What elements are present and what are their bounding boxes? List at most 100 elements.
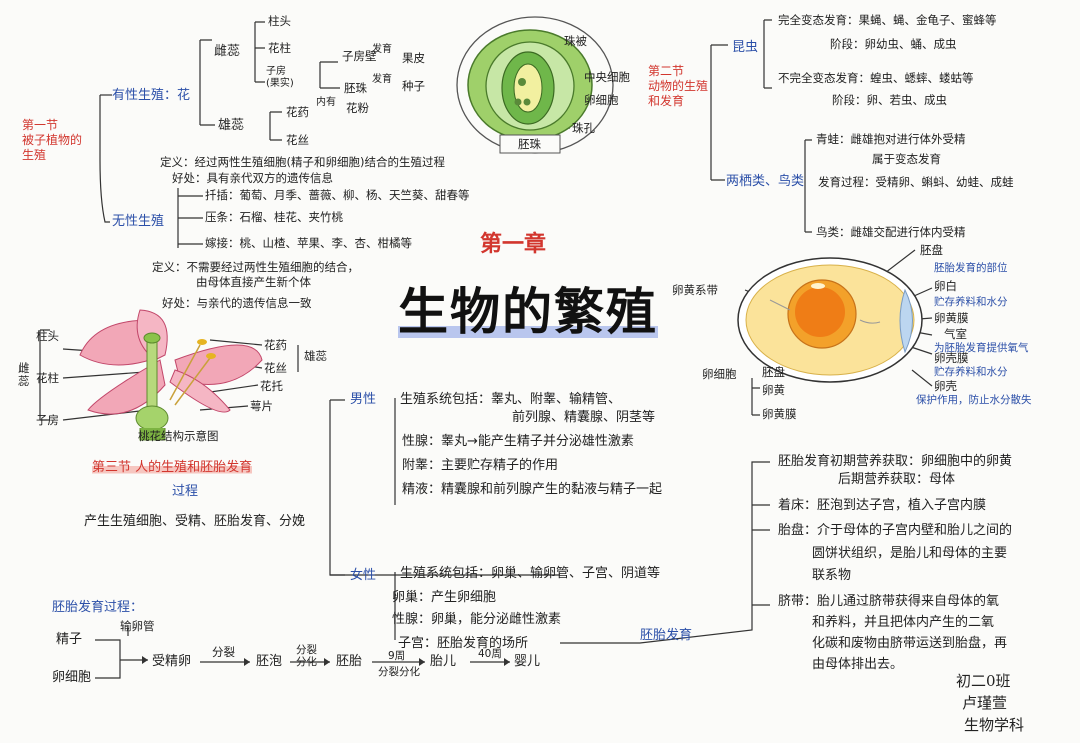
frog-metamorphosis: 属于变态发育	[872, 153, 941, 166]
male-system-2: 前列腺、精囊腺、阴茎等	[512, 410, 655, 425]
inside-label: 内有	[316, 96, 336, 109]
incomplete-stages: 阶段：卵、若虫、成虫	[832, 94, 947, 107]
week9-label: 9周	[388, 650, 405, 663]
pistil-label: 雌蕊	[214, 44, 240, 59]
divide-diff-label: 分裂 分化	[296, 644, 317, 668]
chalaza-label: 卵黄系带	[672, 284, 718, 297]
zygote-label: 受精卵	[152, 654, 191, 669]
flower-anther-label: 花药	[264, 339, 287, 352]
baby-label: 婴儿	[514, 654, 540, 669]
umbilical-cord-4: 由母体排出去。	[812, 657, 903, 672]
ovary-item: 卵巢：产生卵细胞	[392, 590, 496, 605]
uterus-item: 子宫：胚胎发育的场所	[398, 636, 528, 651]
nutrition-2: 后期营养获取：母体	[838, 472, 955, 487]
grafting-item: 嫁接：桃、山楂、苹果、李、杏、柑橘等	[205, 237, 412, 250]
seed-label: 种子	[402, 80, 425, 93]
egg-cell-blastodisc: 胚盘	[762, 366, 785, 379]
placenta-3: 联系物	[812, 568, 851, 583]
egg-label: 卵细胞	[52, 670, 91, 685]
flower-pistil-label: 雌 蕊	[18, 362, 30, 388]
amphibian-bird-label: 两栖类、鸟类	[726, 174, 804, 189]
embryo-process-title: 胚胎发育过程：	[52, 600, 143, 615]
implantation: 着床：胚泡到达子宫，植入子宫内膜	[778, 498, 986, 513]
central-cell-label: 中央细胞	[584, 71, 630, 84]
flower-stamen-label: 雄蕊	[304, 350, 327, 363]
flower-sepal-label: 萼片	[250, 400, 273, 413]
male-system: 生殖系统包括：睾丸、附睾、输精管、	[400, 392, 621, 407]
shell-label: 卵壳	[934, 380, 957, 393]
frog-fertilization: 青蛙：雌雄抱对进行体外受精	[816, 133, 966, 146]
anther-label: 花药	[286, 106, 309, 119]
female-system: 生殖系统包括：卵巢、输卵管、子宫、阴道等	[400, 566, 660, 581]
shell-membrane-label: 卵壳膜	[934, 352, 969, 365]
oviduct-label: 输卵管	[120, 620, 155, 633]
nutrition: 胚胎发育初期营养获取：卵细胞中的卵黄	[778, 454, 1012, 469]
incomplete-metamorphosis: 不完全变态发育：蝗虫、蟋蟀、蝼蛄等	[778, 72, 974, 85]
albumen-label: 卵白	[934, 280, 957, 293]
placenta-2: 圆饼状组织，是胎儿和母体的主要	[812, 546, 1007, 561]
asexual-benefit: 好处：与亲代的遗传信息一致	[162, 297, 312, 310]
semen: 精液：精囊腺和前列腺产生的黏液与精子一起	[402, 482, 662, 497]
ovary-label: 子房 (果实)	[266, 66, 294, 90]
embryo-dev-label: 胚胎发育	[640, 628, 692, 643]
complete-stages: 阶段：卵幼虫、蛹、成虫	[830, 38, 957, 51]
yolk-membrane-label: 卵黄膜	[934, 312, 969, 325]
male-gonad: 性腺：睾丸→能产生精子并分泌雄性激素	[402, 434, 634, 449]
sexual-benefit: 好处：具有亲代双方的遗传信息	[172, 172, 333, 185]
pollen-label: 花粉	[346, 102, 369, 115]
fruit-skin-label: 果皮	[402, 52, 425, 65]
section3-label: 第三节 人的生殖和胚胎发育	[92, 460, 252, 475]
cutting-item: 扦插：葡萄、月季、蔷薇、柳、杨、天竺葵、甜春等	[205, 189, 470, 202]
bird-fertilization: 鸟类：雌雄交配进行体内受精	[816, 226, 966, 239]
layering-item: 压条：石榴、桂花、夹竹桃	[205, 211, 343, 224]
stamen-label: 雄蕊	[218, 118, 244, 133]
flower-caption: 桃花结构示意图	[138, 430, 219, 443]
section2-label: 第二节 动物的生殖 和发育	[648, 64, 708, 109]
egg-cell-yolk: 卵黄	[762, 384, 785, 397]
egg-drawing	[738, 258, 922, 382]
female-gonad: 性腺：卵巢，能分泌雌性激素	[392, 612, 561, 627]
flower-ovary-label: 子房	[36, 414, 59, 427]
egg-cell-group-label: 卵细胞	[702, 368, 737, 381]
albumen-note: 贮存养料和水分	[934, 296, 1008, 309]
section1-label: 第一节 被子植物的 生殖	[22, 118, 82, 163]
flower-stigma-label: 柱头	[36, 330, 59, 343]
develop-label-1: 发育	[372, 43, 392, 56]
shell-membrane-note: 贮存养料和水分	[934, 366, 1008, 379]
signature-subject: 生物学科	[964, 714, 1024, 735]
asexual-definition-2: 由母体直接产生新个体	[196, 276, 311, 289]
divide-diff-label-2: 分裂分化	[378, 666, 420, 679]
blastodisc-note: 胚胎发育的部位	[934, 262, 1008, 275]
insect-label: 昆虫	[732, 40, 758, 55]
signature-class: 初二0班	[956, 670, 1011, 691]
chapter-label: 第一章	[480, 226, 546, 258]
divide-label: 分裂	[212, 646, 235, 659]
signature-name: 卢瑾萱	[962, 692, 1007, 713]
process-steps: 产生生殖细胞、受精、胚胎发育、分娩	[84, 514, 305, 529]
ovule-label: 胚珠	[344, 82, 367, 95]
male-label: 男性	[350, 392, 376, 407]
air-cell-label: 气室	[944, 328, 967, 341]
umbilical-cord: 脐带：胎儿通过脐带获得来自母体的氧	[778, 594, 999, 609]
page-title: 生物的繁殖	[398, 272, 658, 344]
shell-note: 保护作用，防止水分散失	[916, 394, 1032, 407]
female-label: 女性	[350, 568, 376, 583]
micropyle-label: 珠孔	[572, 122, 595, 135]
flower-style-label: 花柱	[36, 372, 59, 385]
asexual-reproduction: 无性生殖	[112, 214, 164, 229]
blastocyst-label: 胚泡	[256, 654, 282, 669]
egg-cell-yolk-membrane: 卵黄膜	[762, 408, 797, 421]
blastodisc-label: 胚盘	[920, 244, 943, 257]
sperm-label: 精子	[56, 632, 82, 647]
fetus-label: 胎儿	[430, 654, 456, 669]
flower-receptacle-label: 花托	[260, 380, 283, 393]
week40-label: 40周	[478, 648, 502, 661]
process-label: 过程	[172, 484, 198, 499]
placenta: 胎盘：介于母体的子宫内壁和胎儿之间的	[778, 523, 1012, 538]
flower-filament-label: 花丝	[264, 362, 287, 375]
stigma-label: 柱头	[268, 15, 291, 28]
ovule-diagram-label: 胚珠	[518, 138, 541, 151]
complete-metamorphosis: 完全变态发育：果蝇、蝇、金龟子、蜜蜂等	[778, 14, 997, 27]
sexual-definition: 定义：经过两性生殖细胞(精子和卵细胞)结合的生殖过程	[160, 156, 445, 169]
